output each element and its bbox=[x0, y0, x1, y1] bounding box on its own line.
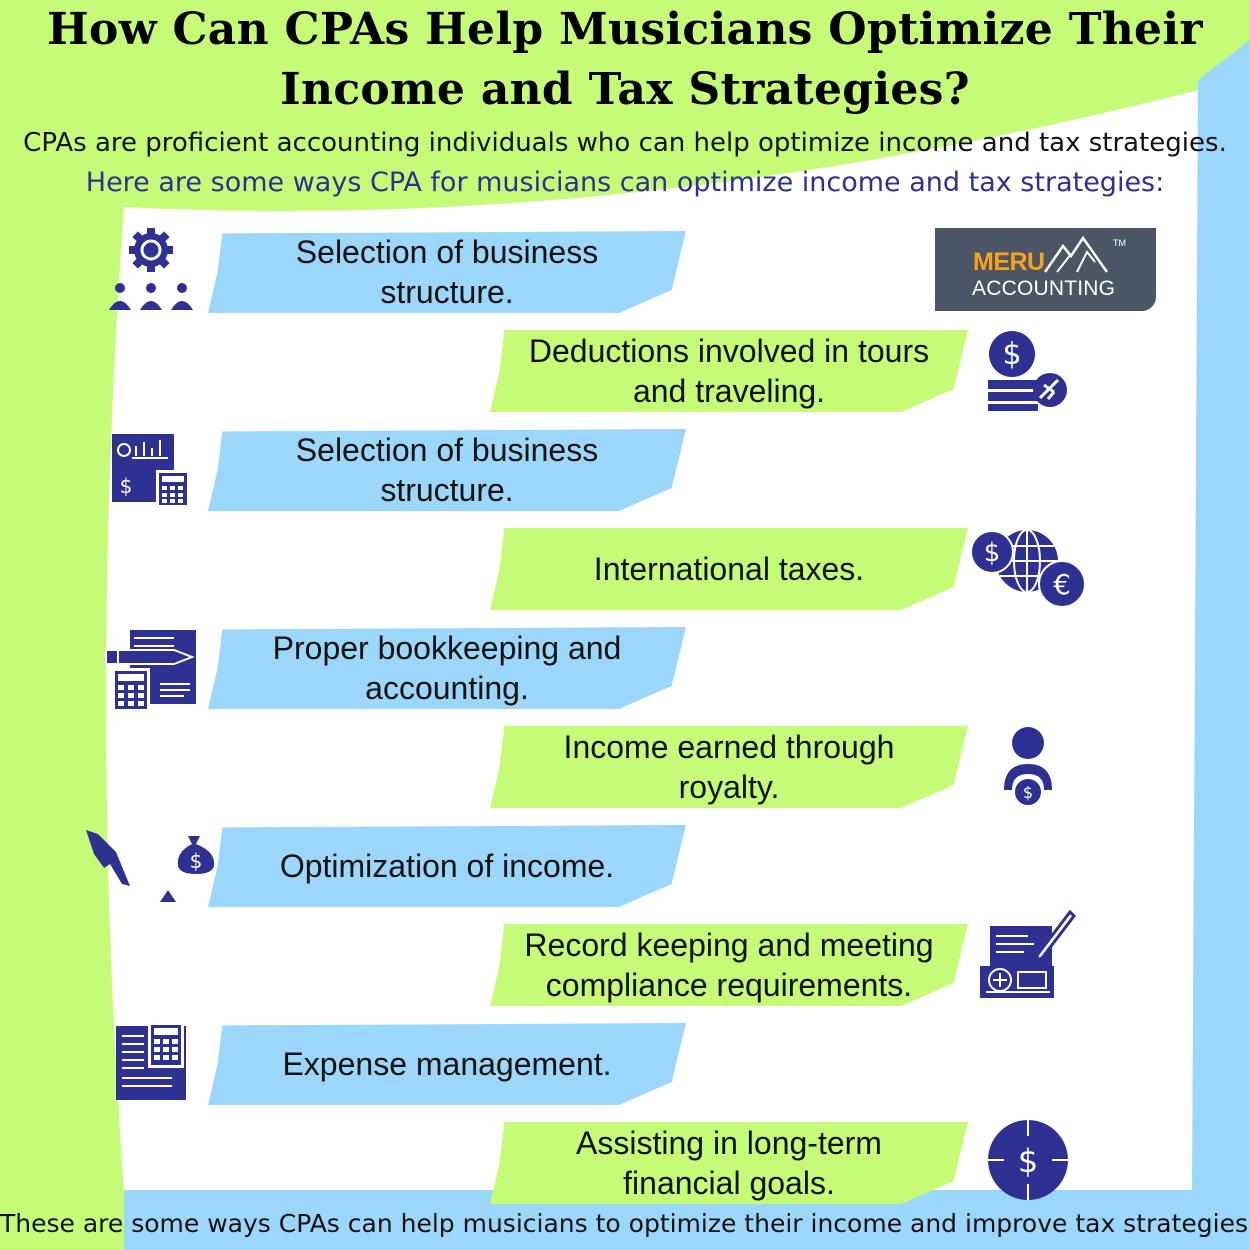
item-9-banner: Expense management. bbox=[208, 1023, 686, 1105]
item-6-banner: Income earned through royalty. bbox=[490, 726, 968, 808]
svg-text:$: $ bbox=[120, 474, 133, 498]
item-4-text: International taxes. bbox=[593, 551, 865, 587]
title-line-1: How Can CPAs Help Musicians Optimize The… bbox=[47, 4, 1203, 55]
finance-calculator-icon: $ bbox=[112, 434, 190, 508]
item-3-text: Selection of business structure. bbox=[295, 432, 599, 508]
title-line-2: Income and Tax Strategies? bbox=[280, 64, 970, 115]
item-10-text: Assisting in long-term financial goals. bbox=[576, 1125, 882, 1201]
hand-money-bag-icon: $ bbox=[86, 830, 215, 902]
person-dollar-icon: $ bbox=[1004, 727, 1052, 807]
team-gear-icon bbox=[109, 228, 193, 310]
item-9-text: Expense management. bbox=[282, 1046, 612, 1082]
dollar-target-icon: $ bbox=[988, 1120, 1068, 1200]
pencil-calculator-icon bbox=[105, 630, 196, 712]
globe-currency-icon: $ € bbox=[970, 529, 1086, 608]
item-10-banner: Assisting in long-term financial goals. bbox=[490, 1122, 968, 1204]
item-7-text: Optimization of income. bbox=[279, 848, 615, 884]
item-2-banner: Deductions involved in tours and traveli… bbox=[490, 330, 968, 412]
svg-text:$: $ bbox=[1018, 1142, 1038, 1180]
item-8-text: Record keeping and meeting compliance re… bbox=[524, 927, 934, 1003]
dollar-coins-plane-icon: $ bbox=[988, 331, 1067, 411]
item-3-banner: Selection of business structure. bbox=[208, 429, 686, 511]
svg-text:$: $ bbox=[984, 538, 1001, 568]
item-5-text: Proper bookkeeping and accounting. bbox=[272, 630, 622, 706]
subtitle-ways: Here are some ways CPA for musicians can… bbox=[85, 167, 1165, 198]
item-1-banner: Selection of business structure. bbox=[208, 231, 686, 313]
item-6-text: Income earned through royalty. bbox=[563, 729, 895, 805]
footer-text: These are some ways CPAs can help musici… bbox=[0, 1209, 1250, 1238]
item-8-banner: Record keeping and meeting compliance re… bbox=[490, 924, 968, 1006]
document-calculator-icon bbox=[116, 1022, 186, 1100]
svg-text:$: $ bbox=[1023, 783, 1033, 802]
item-5-banner: Proper bookkeeping and accounting. bbox=[208, 627, 686, 709]
mountain-icon bbox=[1043, 235, 1109, 273]
logo-trademark: TM bbox=[1113, 238, 1126, 248]
item-4-banner: International taxes. bbox=[490, 528, 968, 610]
meru-accounting-logo: MERU TM ACCOUNTING bbox=[935, 228, 1156, 311]
item-1-text: Selection of business structure. bbox=[295, 234, 599, 310]
document-pen-icon bbox=[980, 909, 1076, 998]
svg-text:€: € bbox=[1053, 568, 1071, 601]
item-7-banner: Optimization of income. bbox=[208, 825, 686, 907]
logo-subtitle: ACCOUNTING bbox=[972, 277, 1116, 300]
subtitle-intro: CPAs are proficient accounting individua… bbox=[23, 128, 1227, 158]
item-2-text: Deductions involved in tours and traveli… bbox=[528, 333, 930, 409]
svg-text:$: $ bbox=[190, 849, 203, 873]
page-title: How Can CPAs Help Musicians Optimize The… bbox=[0, 0, 1250, 120]
svg-text:$: $ bbox=[1002, 337, 1021, 372]
logo-brand: MERU bbox=[973, 248, 1045, 276]
